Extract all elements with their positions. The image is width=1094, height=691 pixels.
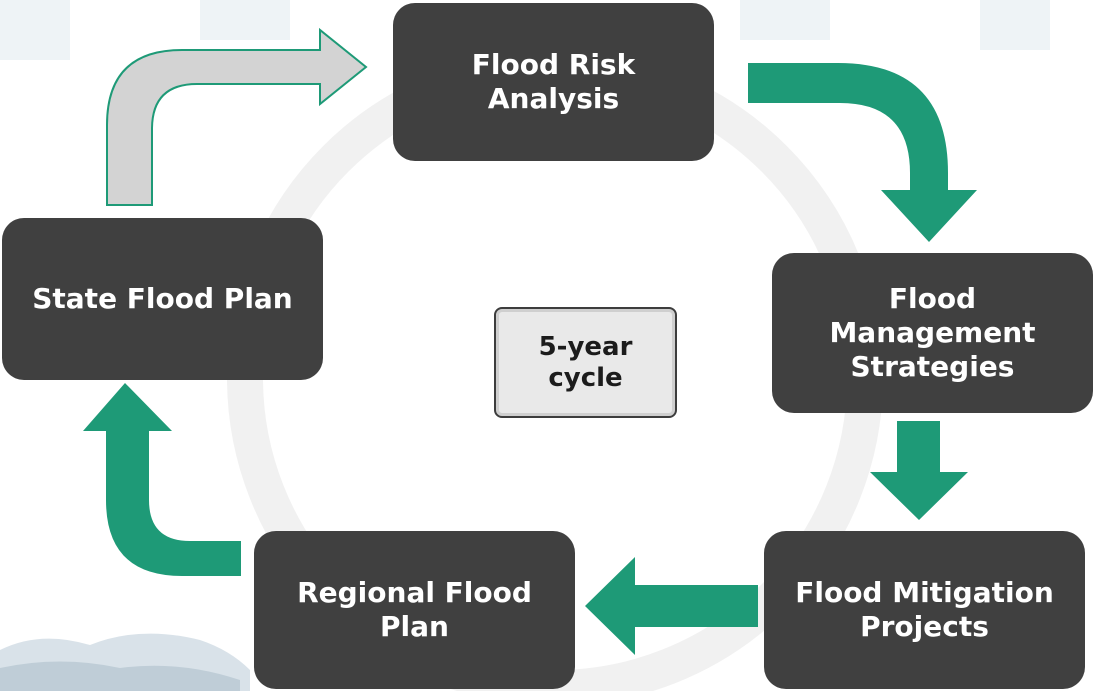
step-label-flood-management-strategies: Flood Management Strategies <box>829 282 1036 383</box>
step-box-flood-mitigation-projects: Flood Mitigation Projects <box>764 531 1085 689</box>
step-box-flood-risk-analysis: Flood Risk Analysis <box>393 3 714 161</box>
arrow-regional-to-state <box>83 383 241 576</box>
arrow-risk-to-management <box>748 63 977 242</box>
cycle-badge-label: 5-year cycle <box>538 331 633 393</box>
step-label-state-flood-plan: State Flood Plan <box>32 282 293 315</box>
arrow-mitigation-to-regional <box>585 557 758 655</box>
step-box-regional-flood-plan: Regional Flood Plan <box>254 531 575 689</box>
step-label-flood-risk-analysis: Flood Risk Analysis <box>471 48 636 115</box>
arrow-state-to-risk-grey <box>106 27 368 206</box>
cycle-badge: 5-year cycle <box>494 307 677 418</box>
background-landscape <box>0 633 250 691</box>
step-box-state-flood-plan: State Flood Plan <box>2 218 323 380</box>
step-label-regional-flood-plan: Regional Flood Plan <box>297 576 532 643</box>
step-box-flood-management-strategies: Flood Management Strategies <box>772 253 1093 413</box>
background-bars <box>0 0 1050 60</box>
step-label-flood-mitigation-projects: Flood Mitigation Projects <box>795 576 1054 643</box>
arrow-management-to-mitigation <box>870 421 968 520</box>
